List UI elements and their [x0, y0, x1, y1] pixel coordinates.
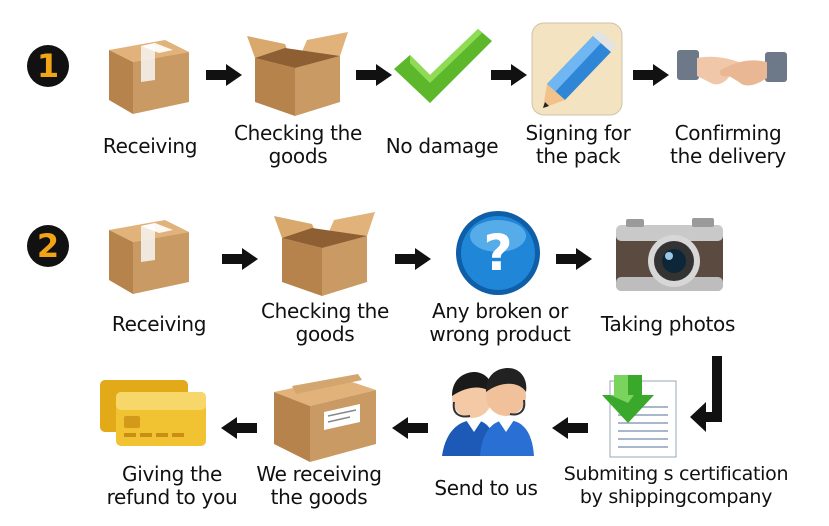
open-box-icon — [245, 18, 350, 118]
arrow-down-left-icon — [690, 356, 728, 438]
credit-cards-icon — [98, 378, 208, 448]
arrow-right-icon — [222, 248, 258, 270]
arrow-right-icon — [356, 64, 392, 86]
svg-text:?: ? — [483, 224, 512, 282]
document-download-icon — [600, 373, 682, 459]
arrow-right-icon — [633, 64, 669, 86]
step-label-receiving: Receiving — [111, 312, 207, 336]
arrow-left-icon — [552, 417, 588, 439]
step-label-send-to-us: Send to us — [434, 476, 538, 500]
question-mark-icon: ? — [455, 210, 541, 296]
arrow-left-icon — [392, 417, 428, 439]
step-badge-number: 1 — [36, 47, 60, 85]
step-badge-number: 2 — [36, 227, 60, 265]
step-label-no-damage: No damage — [385, 134, 499, 158]
arrow-right-icon — [206, 64, 242, 86]
step-label-photos: Taking photos — [600, 312, 736, 336]
open-box-icon — [272, 198, 377, 298]
arrow-right-icon — [556, 248, 592, 270]
handshake-icon — [677, 40, 787, 100]
closed-box-icon — [103, 202, 195, 297]
sealed-box-icon — [270, 372, 380, 464]
step-label-receiving: Receiving — [102, 134, 198, 158]
step-badge-1: 1 — [27, 45, 69, 87]
camera-icon — [612, 215, 727, 295]
pencil-icon — [531, 22, 623, 116]
arrow-right-icon — [395, 248, 431, 270]
support-agents-icon — [440, 362, 536, 458]
step-badge-2: 2 — [27, 225, 69, 267]
closed-box-icon — [103, 22, 195, 117]
arrow-right-icon — [491, 64, 527, 86]
green-checkmark-icon — [394, 27, 494, 105]
arrow-left-icon — [221, 417, 257, 439]
